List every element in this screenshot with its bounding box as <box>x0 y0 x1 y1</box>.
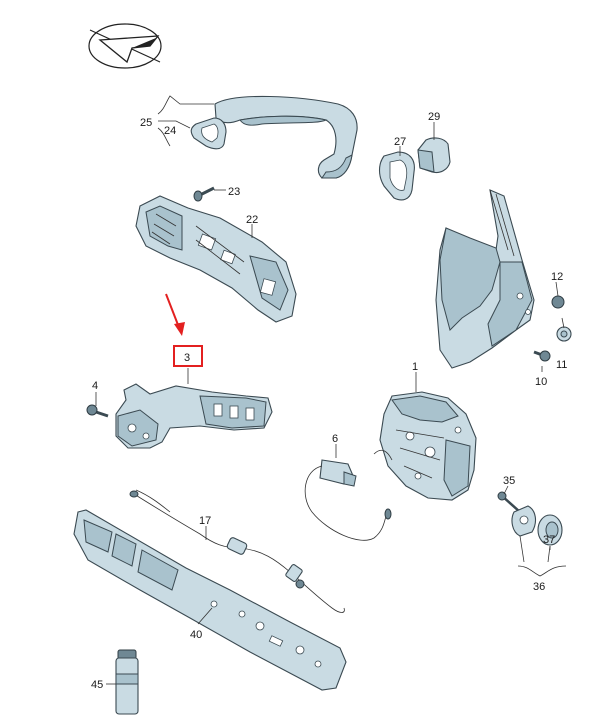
label-35: 35 <box>503 475 515 487</box>
label-4: 4 <box>92 380 98 392</box>
part-45-grease-cartridge <box>115 649 139 715</box>
label-25: 25 <box>140 117 152 129</box>
part-1-door-lock <box>373 391 477 501</box>
part-17-release-cable <box>129 489 345 613</box>
label-17: 17 <box>199 515 211 527</box>
part-3-highlight-box <box>173 345 203 367</box>
part-23-screw <box>193 186 215 202</box>
part-35-screw <box>497 491 521 513</box>
highlight-pointer-arrow <box>165 293 185 336</box>
orientation-arrow-icon <box>88 23 162 69</box>
part-10-screw <box>533 350 551 362</box>
part-6-contact-switch <box>304 459 392 541</box>
leader-lines <box>95 95 567 685</box>
label-12: 12 <box>551 271 563 283</box>
part-3-lock-bracket <box>115 383 273 449</box>
label-37: 37 <box>543 534 555 546</box>
part-12-plug <box>551 295 565 309</box>
label-40: 40 <box>190 629 202 641</box>
label-36: 36 <box>533 581 545 593</box>
part-25-door-handle <box>214 95 358 179</box>
label-45: 45 <box>91 679 103 691</box>
label-1: 1 <box>412 361 418 373</box>
part-37-cap <box>537 514 563 546</box>
part-40-trim-panel <box>73 509 347 691</box>
part-36-lock-striker <box>511 505 537 537</box>
part-24-handle-gasket <box>190 117 227 150</box>
label-11: 11 <box>556 359 567 371</box>
label-29: 29 <box>428 111 440 123</box>
label-23: 23 <box>228 186 240 198</box>
label-27: 27 <box>394 136 406 148</box>
part-11-grommet <box>556 326 572 342</box>
label-24: 24 <box>164 125 176 137</box>
label-22: 22 <box>246 214 258 226</box>
part-27-cover-seal <box>378 151 415 201</box>
door-frame-section <box>435 189 535 369</box>
label-6: 6 <box>332 433 338 445</box>
part-22-handle-carrier <box>135 195 297 323</box>
part-4-screw <box>86 404 109 418</box>
label-3: 3 <box>184 352 190 364</box>
label-10: 10 <box>535 376 547 388</box>
part-29-end-cap <box>417 137 451 174</box>
